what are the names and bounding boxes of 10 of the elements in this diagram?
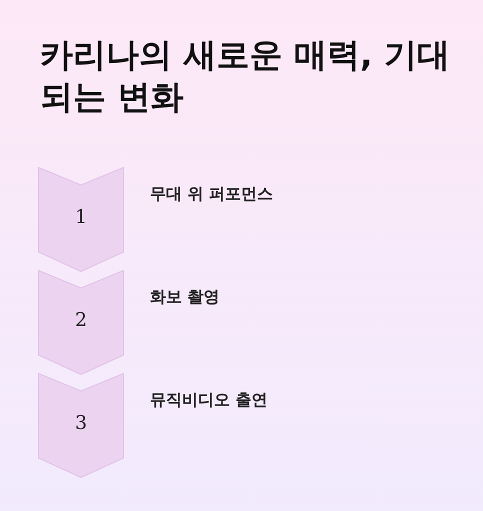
- step-label: 화보 촬영: [150, 286, 220, 308]
- step-label: 무대 위 퍼포먼스: [150, 183, 274, 205]
- step-number: 2: [74, 308, 88, 333]
- chevron-step: [38, 373, 124, 478]
- step-number: 1: [74, 205, 88, 230]
- chevron-step: [38, 270, 124, 375]
- step-label: 뮤직비디오 출연: [150, 389, 268, 411]
- title: 카리나의 새로운 매력, 기대되는 변화: [40, 34, 452, 118]
- chevron-step: [38, 167, 124, 272]
- step-number: 3: [74, 411, 88, 436]
